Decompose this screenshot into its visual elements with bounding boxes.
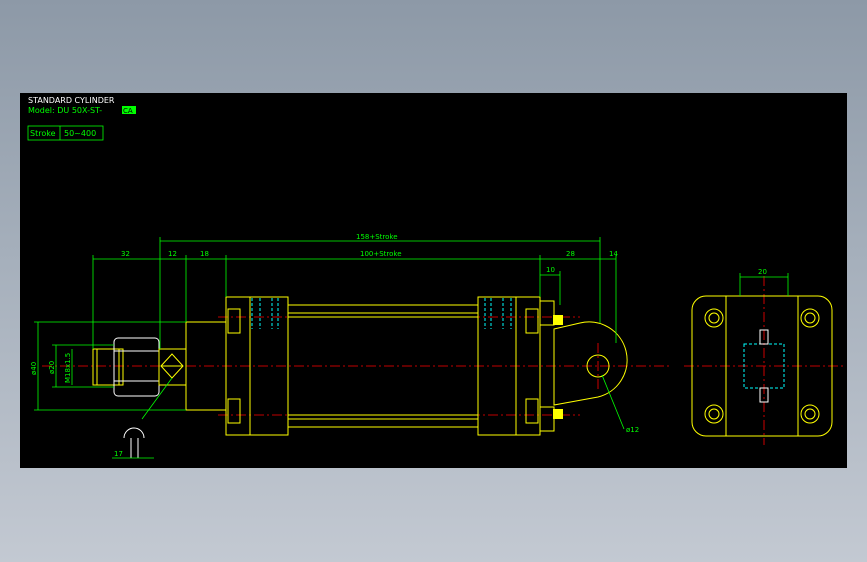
dim-pin: ø12	[626, 426, 639, 434]
dim-28: 28	[566, 250, 575, 258]
cap-cover	[477, 296, 541, 436]
clevis-mount	[539, 300, 628, 432]
clevis-eye	[553, 321, 628, 406]
dim-32: 32	[121, 250, 130, 258]
dim-12: 12	[168, 250, 177, 258]
dim-dia20: ø20	[48, 361, 56, 374]
tie-rod-top	[287, 304, 479, 314]
model-suffix: CA	[123, 107, 133, 115]
dim-18: 18	[200, 250, 209, 258]
cad-drawing-canvas[interactable]: STANDARD CYLINDER Model: DU 50X-ST- CA S…	[20, 93, 847, 468]
bolt-bottom	[553, 409, 563, 419]
dim-side-20: 20	[758, 268, 767, 276]
tie-rod-bottom	[287, 418, 479, 428]
stroke-range: 50~400	[64, 129, 96, 138]
dim-14: 14	[609, 250, 618, 258]
lock-nut	[113, 337, 160, 397]
stroke-box	[27, 125, 104, 141]
model-number: Model: DU 50X-ST-	[28, 106, 102, 115]
dim-dia40: ø40	[30, 362, 38, 375]
drawing-title: STANDARD CYLINDER	[28, 96, 115, 105]
cylinder-body	[225, 296, 541, 436]
pin-hole	[586, 354, 610, 378]
model-suffix-box	[122, 106, 136, 114]
stroke-label: Stroke	[30, 129, 56, 138]
side-view: 20	[691, 268, 833, 437]
dim-body: 100+Stroke	[360, 250, 402, 258]
rod-thread	[92, 348, 124, 386]
bolt-top	[553, 315, 563, 325]
dim-overall: 158+Stroke	[356, 233, 398, 241]
rod-end	[92, 337, 187, 397]
dim-thread: M18x1.5	[64, 353, 72, 383]
dim-17: 17	[114, 450, 123, 458]
dim-10: 10	[546, 266, 555, 274]
drawing-svg: STANDARD CYLINDER Model: DU 50X-ST- CA S…	[27, 96, 845, 459]
detail-symbol	[123, 427, 145, 439]
